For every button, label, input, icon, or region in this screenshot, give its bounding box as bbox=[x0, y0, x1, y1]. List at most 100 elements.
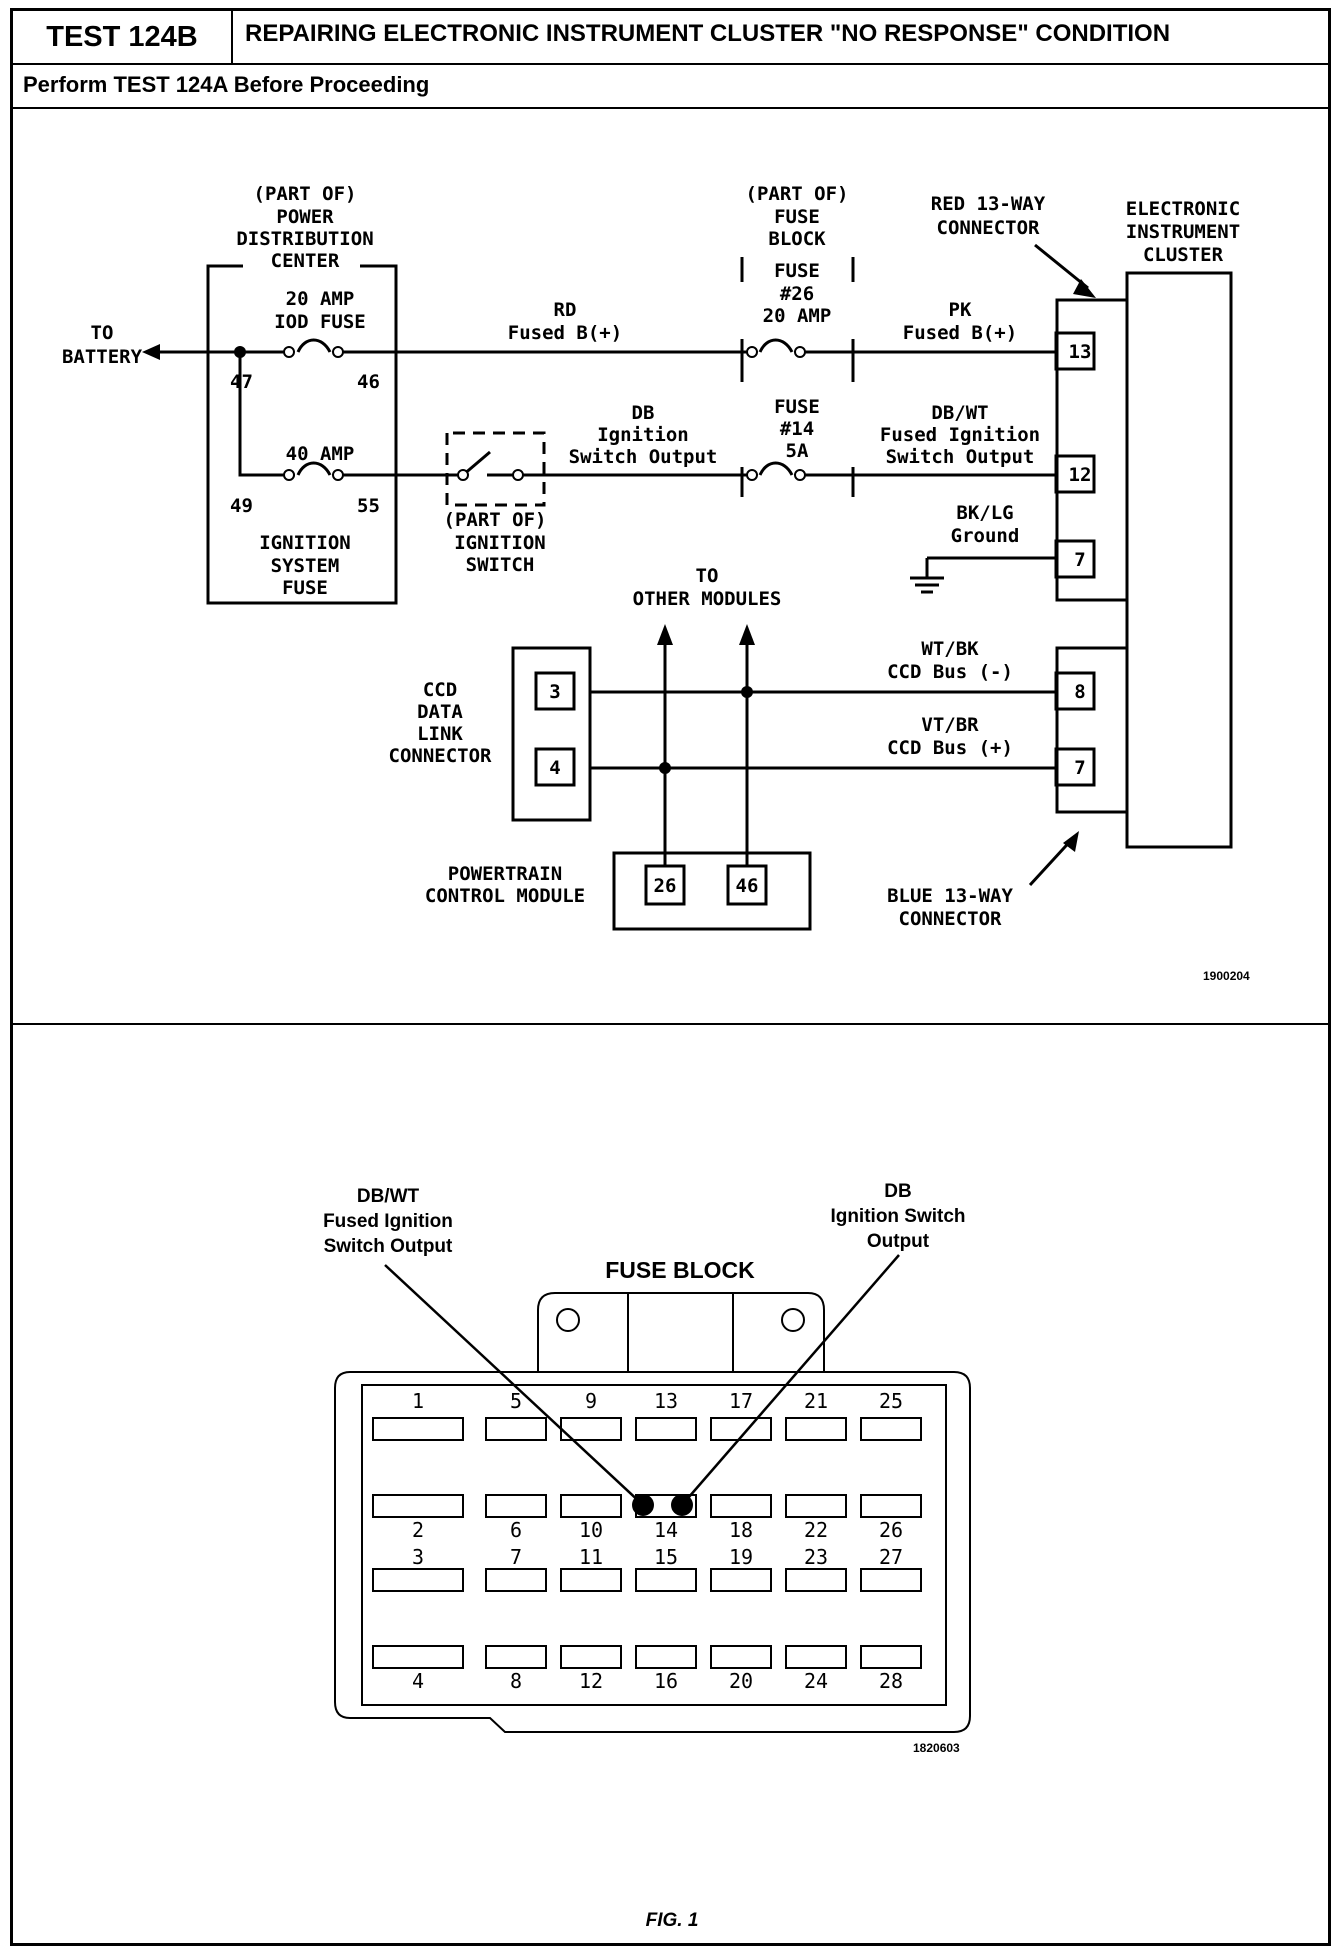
test-card: TEST 124B REPAIRING ELECTRONIC INSTRUMEN… bbox=[10, 8, 1331, 1946]
to-other-0: TO bbox=[696, 565, 719, 587]
wire-rd-1: Fused B(+) bbox=[508, 322, 622, 344]
pin-box-4 bbox=[534, 747, 576, 787]
fuse-slot-number: 18 bbox=[729, 1518, 753, 1542]
pin-13: 13 bbox=[1069, 341, 1092, 363]
fuse-14-marker bbox=[671, 1494, 693, 1516]
fuse-slot bbox=[635, 1645, 697, 1669]
pin-box-3 bbox=[534, 671, 576, 711]
fuse26-element bbox=[758, 338, 794, 353]
ccd-label-3: CONNECTOR bbox=[389, 745, 493, 767]
ignition-switch-box bbox=[445, 431, 546, 507]
fuse-slot bbox=[785, 1568, 847, 1592]
callout-line-left bbox=[384, 1264, 644, 1506]
blue-connector-0: BLUE 13-WAY bbox=[887, 885, 1013, 907]
fuse-slot bbox=[372, 1645, 464, 1669]
fuse-slot-number: 25 bbox=[879, 1389, 903, 1413]
fuse-slot-number: 16 bbox=[654, 1669, 678, 1693]
prerequisite-row: Perform TEST 124A Before Proceeding bbox=[13, 63, 1328, 109]
fuse-slot bbox=[860, 1417, 922, 1441]
ign-sys-fuse-2: FUSE bbox=[282, 577, 328, 599]
pin-7-blue: 7 bbox=[1074, 757, 1085, 779]
fuse-slot-number: 15 bbox=[654, 1545, 678, 1569]
pdc-label-0: (PART OF) bbox=[254, 183, 357, 205]
callout-right-0: DB bbox=[884, 1181, 911, 1202]
fuse-slot bbox=[560, 1568, 622, 1592]
fuse-slot bbox=[372, 1494, 464, 1518]
splice-dot bbox=[741, 686, 753, 698]
ground-symbol bbox=[910, 576, 944, 594]
fuse-slot-number: 7 bbox=[510, 1545, 522, 1569]
wire-db-dbwt bbox=[238, 352, 1056, 477]
fuse-slot-number: 6 bbox=[510, 1518, 522, 1542]
ign-switch-label-2: SWITCH bbox=[466, 554, 535, 576]
fuse-slot-number: 28 bbox=[879, 1669, 903, 1693]
header-row: TEST 124B REPAIRING ELECTRONIC INSTRUMEN… bbox=[13, 11, 1328, 65]
pin-46-fuse: 46 bbox=[357, 371, 380, 393]
pin-4: 4 bbox=[549, 757, 560, 779]
fuse-slot bbox=[560, 1494, 622, 1518]
wire-db-1: Ignition bbox=[597, 424, 689, 446]
fuse-block-label-2: BLOCK bbox=[768, 228, 826, 250]
red-connector-leader bbox=[1034, 243, 1089, 290]
callout-left-2: Switch Output bbox=[324, 1236, 453, 1257]
arrowhead-other-1 bbox=[657, 624, 673, 645]
red-connector-1: CONNECTOR bbox=[937, 217, 1041, 239]
wire-pk-1: Fused B(+) bbox=[903, 322, 1017, 344]
ccd-connector-body bbox=[511, 646, 592, 822]
pin-12: 12 bbox=[1069, 464, 1092, 486]
fuse-slot-number: 3 bbox=[412, 1545, 424, 1569]
ign-sys-fuse-0: IGNITION bbox=[259, 532, 351, 554]
fuse-slot-number: 23 bbox=[804, 1545, 828, 1569]
fuse14-label-0: FUSE bbox=[774, 396, 820, 418]
fuse-slot-number: 19 bbox=[729, 1545, 753, 1569]
pdc-label-2: DISTRIBUTION bbox=[236, 228, 373, 250]
wire-dbwt-2: Switch Output bbox=[886, 446, 1035, 468]
fuse-slot-number: 26 bbox=[879, 1518, 903, 1542]
fuse-slots bbox=[372, 1417, 922, 1669]
fuse-block-tab bbox=[537, 1292, 825, 1372]
fuse-slot bbox=[710, 1494, 772, 1518]
fuse-slot bbox=[485, 1645, 547, 1669]
iod-fuse-label-1: IOD FUSE bbox=[274, 311, 366, 333]
arrowhead-battery bbox=[142, 344, 160, 360]
wire-db-0: DB bbox=[632, 402, 655, 424]
ccd-label-0: CCD bbox=[423, 679, 457, 701]
fuse-slot-number: 27 bbox=[879, 1545, 903, 1569]
ccd-label-2: LINK bbox=[417, 723, 463, 745]
fuse-slot-number: 5 bbox=[510, 1389, 522, 1413]
mount-hole-right bbox=[781, 1308, 805, 1332]
fuse-slot bbox=[785, 1494, 847, 1518]
schematic-ref-code: 1900204 bbox=[1203, 969, 1250, 983]
to-battery-0: TO bbox=[91, 322, 114, 344]
cluster-label-2: CLUSTER bbox=[1143, 244, 1224, 266]
fuse-slot-number: 11 bbox=[579, 1545, 603, 1569]
wire-dbwt-0: DB/WT bbox=[931, 402, 988, 424]
test-id: TEST 124B bbox=[13, 11, 233, 63]
wire-wtbk-0: WT/BK bbox=[921, 638, 979, 660]
pdc-label-1: POWER bbox=[276, 206, 334, 228]
fuse-block-tab-lines bbox=[627, 1293, 734, 1372]
fuse-block-label-1: FUSE bbox=[774, 206, 820, 228]
fuse-slot-number: 2 bbox=[412, 1518, 424, 1542]
fuse-slot-number: 22 bbox=[804, 1518, 828, 1542]
wire-wtbk-1: CCD Bus (-) bbox=[887, 661, 1013, 683]
blue-connector-body bbox=[1055, 646, 1127, 814]
cluster-label-1: INSTRUMENT bbox=[1126, 221, 1240, 243]
pin-26: 26 bbox=[654, 875, 677, 897]
fuse-block-inner bbox=[361, 1384, 947, 1706]
fuse-slot bbox=[710, 1417, 772, 1441]
callout-line-right bbox=[681, 1254, 900, 1506]
cluster-box bbox=[1125, 271, 1233, 849]
fuse14-label-1: #14 bbox=[780, 418, 814, 440]
fuse-slot-number: 9 bbox=[585, 1389, 597, 1413]
wire-bklg-1: Ground bbox=[951, 525, 1020, 547]
fuse-slot bbox=[860, 1645, 922, 1669]
splice-dot bbox=[659, 762, 671, 774]
red-connector-0: RED 13-WAY bbox=[931, 193, 1046, 215]
fuse26-label-0: FUSE bbox=[774, 260, 820, 282]
fuse-slot-number: 14 bbox=[654, 1518, 678, 1542]
fuse-slot-number: 12 bbox=[579, 1669, 603, 1693]
fuse-slot-number: 20 bbox=[729, 1669, 753, 1693]
ign-sys-fuse-1: SYSTEM bbox=[271, 555, 340, 577]
